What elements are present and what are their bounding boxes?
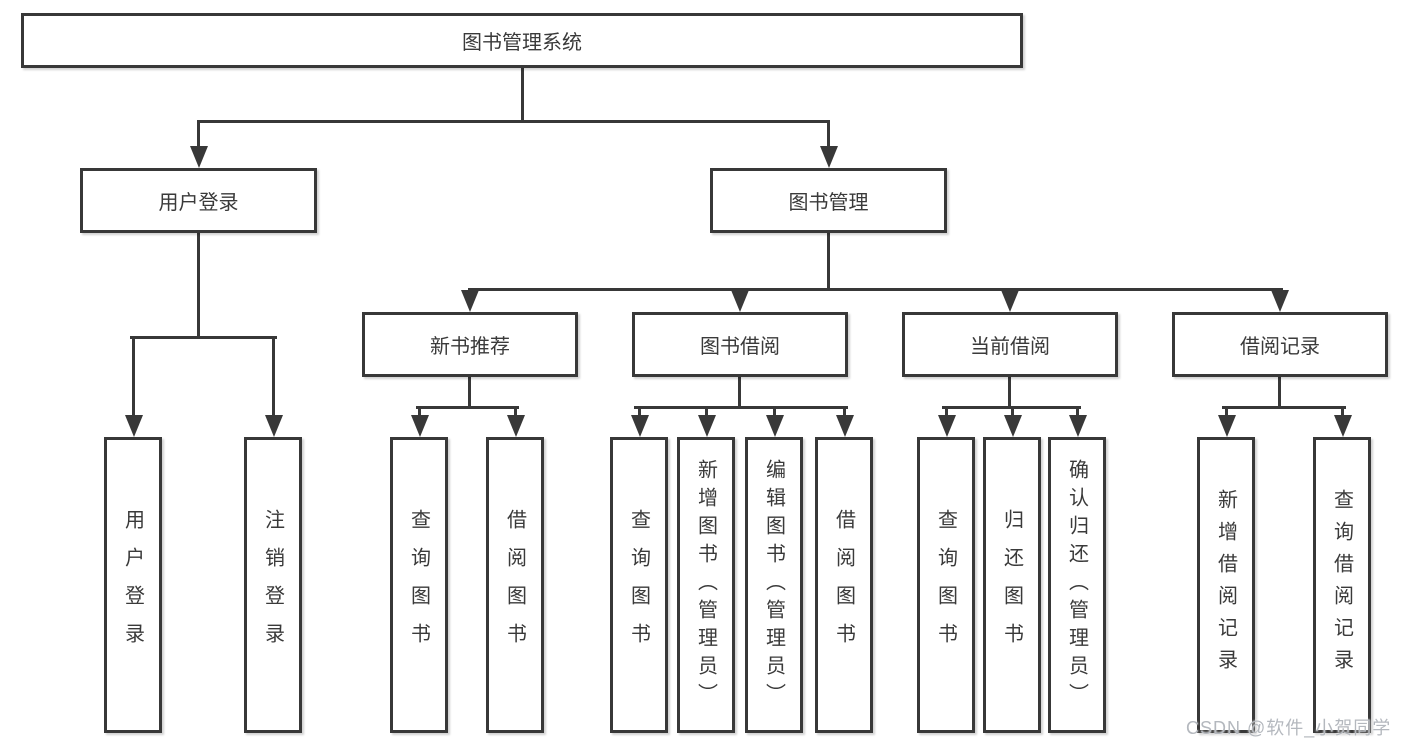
connector-vertical-line	[843, 409, 846, 417]
connector-vertical-line	[638, 409, 641, 417]
node-book-management-label: 图书管理	[788, 192, 869, 214]
leaf-borrow-add-books-admin: 新增图书（管理员）	[677, 437, 735, 733]
arrowhead-down-icon	[766, 415, 784, 437]
connector-vertical-line	[827, 123, 830, 148]
leaf-current-query-books-label: 查询图书	[934, 509, 957, 661]
connector-vertical-line	[1008, 377, 1011, 409]
arrowhead-down-icon	[631, 415, 649, 437]
arrowhead-down-icon	[190, 146, 208, 168]
connector-horizontal-line	[416, 406, 519, 409]
leaf-borrow-query-books: 查询图书	[610, 437, 668, 733]
arrowhead-down-icon	[1001, 290, 1019, 312]
node-current-borrow-label: 当前借阅	[970, 336, 1050, 358]
leaf-record-query-borrow-record-label: 查询借阅记录	[1330, 489, 1353, 681]
connector-horizontal-line	[130, 336, 277, 339]
arrowhead-down-icon	[938, 415, 956, 437]
leaf-logout: 注销登录	[244, 437, 302, 733]
connector-horizontal-line	[468, 288, 1283, 291]
connector-horizontal-line	[634, 406, 848, 409]
connector-vertical-line	[1341, 409, 1344, 417]
leaf-user-login: 用户登录	[104, 437, 162, 733]
leaf-current-return-books: 归还图书	[983, 437, 1041, 733]
leaf-newbook-borrow-books-label: 借阅图书	[503, 509, 526, 661]
leaf-borrow-borrow-books-label: 借阅图书	[832, 509, 855, 661]
arrowhead-down-icon	[820, 146, 838, 168]
arrowhead-down-icon	[411, 415, 429, 437]
arrowhead-down-icon	[1004, 415, 1022, 437]
connector-vertical-line	[521, 68, 524, 123]
node-new-book-recommend-label: 新书推荐	[430, 336, 510, 358]
connector-vertical-line	[514, 409, 517, 417]
arrowhead-down-icon	[461, 290, 479, 312]
connector-vertical-line	[418, 409, 421, 417]
leaf-current-confirm-return-admin: 确认归还（管理员）	[1048, 437, 1106, 733]
leaf-record-query-borrow-record: 查询借阅记录	[1313, 437, 1371, 733]
node-new-book-recommend: 新书推荐	[362, 312, 578, 377]
arrowhead-down-icon	[1271, 290, 1289, 312]
connector-vertical-line	[197, 123, 200, 148]
leaf-borrow-edit-books-admin-label: 编辑图书（管理员）	[762, 459, 785, 711]
leaf-newbook-query-books-label: 查询图书	[407, 509, 430, 661]
arrowhead-down-icon	[698, 415, 716, 437]
node-root: 图书管理系统	[21, 13, 1023, 68]
arrowhead-down-icon	[1069, 415, 1087, 437]
leaf-current-confirm-return-admin-label: 确认归还（管理员）	[1065, 459, 1088, 711]
leaf-borrow-borrow-books: 借阅图书	[815, 437, 873, 733]
connector-vertical-line	[1076, 409, 1079, 417]
arrowhead-down-icon	[125, 415, 143, 437]
node-current-borrow: 当前借阅	[902, 312, 1118, 377]
arrowhead-down-icon	[836, 415, 854, 437]
leaf-borrow-add-books-admin-label: 新增图书（管理员）	[694, 459, 717, 711]
arrowhead-down-icon	[507, 415, 525, 437]
leaf-borrow-edit-books-admin: 编辑图书（管理员）	[745, 437, 803, 733]
node-borrow-record: 借阅记录	[1172, 312, 1388, 377]
arrowhead-down-icon	[265, 415, 283, 437]
leaf-borrow-query-books-label: 查询图书	[627, 509, 650, 661]
leaf-user-login-label: 用户登录	[121, 509, 144, 661]
leaf-record-add-borrow-record: 新增借阅记录	[1197, 437, 1255, 733]
connector-horizontal-line	[1222, 406, 1346, 409]
connector-vertical-line	[1278, 377, 1281, 409]
connector-vertical-line	[738, 377, 741, 409]
node-book-borrow: 图书借阅	[632, 312, 848, 377]
node-root-label: 图书管理系统	[462, 32, 582, 54]
connector-vertical-line	[827, 233, 830, 291]
connector-vertical-line	[773, 409, 776, 417]
leaf-current-query-books: 查询图书	[917, 437, 975, 733]
connector-vertical-line	[945, 409, 948, 417]
connector-vertical-line	[705, 409, 708, 417]
arrowhead-down-icon	[731, 290, 749, 312]
connector-vertical-line	[468, 377, 471, 409]
leaf-record-add-borrow-record-label: 新增借阅记录	[1214, 489, 1237, 681]
leaf-newbook-borrow-books: 借阅图书	[486, 437, 544, 733]
connector-vertical-line	[132, 339, 135, 417]
connector-vertical-line	[1225, 409, 1228, 417]
connector-vertical-line	[197, 233, 200, 339]
arrowhead-down-icon	[1218, 415, 1236, 437]
connector-horizontal-line	[942, 406, 1081, 409]
arrowhead-down-icon	[1334, 415, 1352, 437]
connector-vertical-line	[272, 339, 275, 417]
node-user-login: 用户登录	[80, 168, 317, 233]
node-book-borrow-label: 图书借阅	[700, 336, 780, 358]
watermark-text: CSDN @软件_小贺同学	[1186, 718, 1392, 738]
leaf-current-return-books-label: 归还图书	[1000, 509, 1023, 661]
connector-horizontal-line	[197, 120, 830, 123]
node-book-management: 图书管理	[710, 168, 947, 233]
connector-vertical-line	[1011, 409, 1014, 417]
leaf-logout-label: 注销登录	[261, 509, 284, 661]
node-user-login-label: 用户登录	[158, 192, 239, 214]
node-borrow-record-label: 借阅记录	[1240, 336, 1320, 358]
leaf-newbook-query-books: 查询图书	[390, 437, 448, 733]
